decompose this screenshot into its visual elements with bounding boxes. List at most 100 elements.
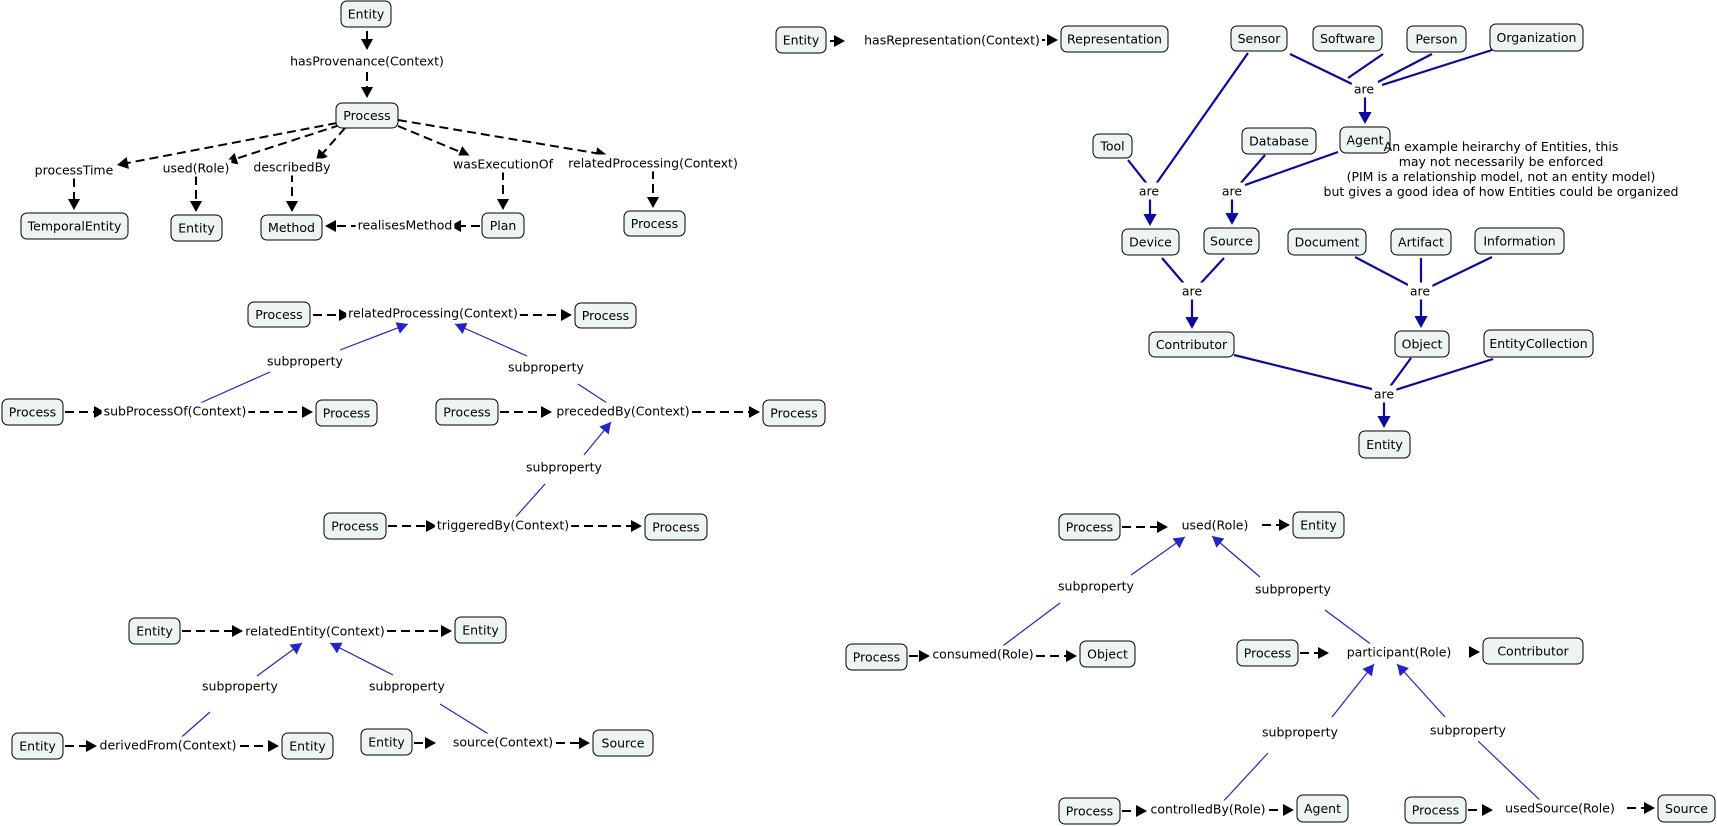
- concept-node[interactable]: Representation: [1060, 25, 1169, 53]
- concept-node[interactable]: Information: [1474, 227, 1565, 255]
- concept-node-label: Process: [1244, 646, 1291, 661]
- link-label-text: used(Role): [163, 161, 230, 176]
- link-label: hasProvenance(Context): [288, 52, 446, 70]
- concept-node-label: Database: [1249, 134, 1309, 149]
- link-label: subproperty: [200, 677, 281, 695]
- concept-node[interactable]: Entity: [1292, 511, 1345, 539]
- concept-node[interactable]: Process: [1, 398, 64, 426]
- concept-node-label: Source: [602, 736, 645, 751]
- concept-node[interactable]: Contributor: [1482, 637, 1584, 665]
- concept-node[interactable]: Process: [845, 643, 908, 671]
- concept-node[interactable]: Entity: [11, 732, 64, 760]
- dashed-arrow: [285, 173, 299, 212]
- concept-node[interactable]: Sensor: [1230, 25, 1288, 52]
- link-label-text: are: [1410, 284, 1431, 299]
- concept-node[interactable]: Organization: [1489, 23, 1584, 52]
- connector-layer: [65, 31, 1655, 818]
- dashed-arrow: [1122, 804, 1147, 818]
- concept-node[interactable]: Method: [260, 214, 323, 241]
- concept-node[interactable]: Process: [335, 102, 399, 129]
- concept-node[interactable]: Process: [1404, 796, 1467, 824]
- concept-node[interactable]: Artifact: [1390, 228, 1452, 256]
- concept-node[interactable]: Entity: [1358, 430, 1411, 459]
- concept-node[interactable]: Entity: [360, 728, 413, 756]
- dashed-arrow: [65, 405, 105, 419]
- link-label: controlledBy(Role): [1148, 800, 1268, 818]
- hierarchy-connector: [1388, 357, 1412, 389]
- concept-node[interactable]: Plan: [481, 212, 525, 239]
- concept-node[interactable]: Agent: [1339, 126, 1391, 154]
- hierarchy-note: An example heirarchy of Entities, thisma…: [1324, 139, 1679, 199]
- concept-node[interactable]: Entity: [454, 616, 507, 644]
- concept-node[interactable]: Person: [1406, 25, 1467, 53]
- concept-node[interactable]: Object: [1394, 330, 1450, 358]
- concept-node[interactable]: EntityCollection: [1483, 329, 1594, 358]
- dashed-arrow: [1269, 803, 1294, 817]
- concept-node-label: Process: [770, 406, 817, 421]
- concept-node[interactable]: Entity: [775, 26, 827, 54]
- concept-node[interactable]: Agent: [1296, 794, 1349, 823]
- concept-node-label: Person: [1415, 32, 1457, 47]
- link-label-text: are: [1354, 82, 1375, 97]
- concept-node-label: Device: [1129, 235, 1172, 250]
- concept-node[interactable]: Source: [1203, 227, 1260, 255]
- link-label: usedSource(Role): [1503, 799, 1617, 817]
- concept-node[interactable]: Entity: [128, 617, 181, 645]
- subproperty-connector: [577, 383, 608, 404]
- link-label: subProcessOf(Context): [101, 402, 249, 420]
- link-label: are: [1219, 182, 1245, 200]
- concept-node[interactable]: Entity: [281, 732, 334, 760]
- concept-node[interactable]: Process: [623, 210, 686, 237]
- concept-node[interactable]: Process: [247, 301, 311, 328]
- dashed-arrow: [830, 34, 845, 48]
- subproperty-connector: [1130, 536, 1186, 576]
- link-label-text: subproperty: [1262, 725, 1338, 740]
- concept-node[interactable]: Software: [1312, 25, 1383, 52]
- concept-node[interactable]: Tool: [1092, 133, 1133, 159]
- link-label: describedBy: [251, 158, 334, 176]
- concept-node[interactable]: Source: [592, 729, 654, 757]
- concept-node[interactable]: Object: [1079, 640, 1136, 668]
- dashed-arrow: [316, 127, 346, 161]
- link-label-text: hasProvenance(Context): [290, 54, 444, 69]
- concept-node[interactable]: TemporalEntity: [20, 212, 129, 240]
- concept-node[interactable]: Source: [1657, 794, 1716, 823]
- concept-node[interactable]: Database: [1241, 127, 1317, 155]
- link-label: derivedFrom(Context): [97, 736, 239, 754]
- dashed-arrow: [360, 72, 374, 98]
- concept-node[interactable]: Device: [1121, 228, 1180, 256]
- concept-node[interactable]: Contributor: [1148, 331, 1235, 358]
- concept-node-label: Information: [1483, 234, 1555, 249]
- concept-node[interactable]: Process: [435, 398, 499, 426]
- concept-node[interactable]: Process: [323, 512, 387, 540]
- subproperty-connector: [583, 421, 612, 456]
- concept-node[interactable]: Process: [315, 399, 378, 427]
- concept-node-label: Agent: [1347, 133, 1384, 148]
- dashed-arrow: [496, 171, 510, 210]
- concept-node[interactable]: Entity: [170, 214, 223, 242]
- link-label-text: usedSource(Role): [1505, 801, 1615, 816]
- dashed-arrow: [65, 739, 97, 753]
- hierarchy-connector: [1244, 150, 1339, 187]
- concept-node[interactable]: Process: [644, 513, 708, 541]
- concept-node[interactable]: Process: [1236, 639, 1299, 667]
- concept-node[interactable]: Process: [1058, 797, 1121, 825]
- concept-node[interactable]: Process: [574, 302, 637, 329]
- link-label-text: are: [1182, 284, 1203, 299]
- concept-node[interactable]: Document: [1287, 228, 1367, 256]
- concept-node-label: Entity: [19, 739, 56, 754]
- concept-node-label: Process: [652, 520, 699, 535]
- link-label-text: precededBy(Context): [556, 404, 689, 419]
- dashed-arrow: [646, 170, 660, 208]
- concept-node[interactable]: Process: [762, 399, 826, 427]
- dashed-arrow: [313, 308, 350, 322]
- dashed-arrow: [67, 178, 81, 210]
- concept-node[interactable]: Entity: [340, 0, 392, 28]
- concept-node[interactable]: Process: [1058, 513, 1121, 541]
- dashed-arrow: [909, 649, 930, 663]
- concept-node-label: Contributor: [1156, 337, 1228, 352]
- concept-node-label: Process: [443, 405, 490, 420]
- concept-node-label: Process: [9, 405, 56, 420]
- link-label-text: used(Role): [1182, 518, 1249, 533]
